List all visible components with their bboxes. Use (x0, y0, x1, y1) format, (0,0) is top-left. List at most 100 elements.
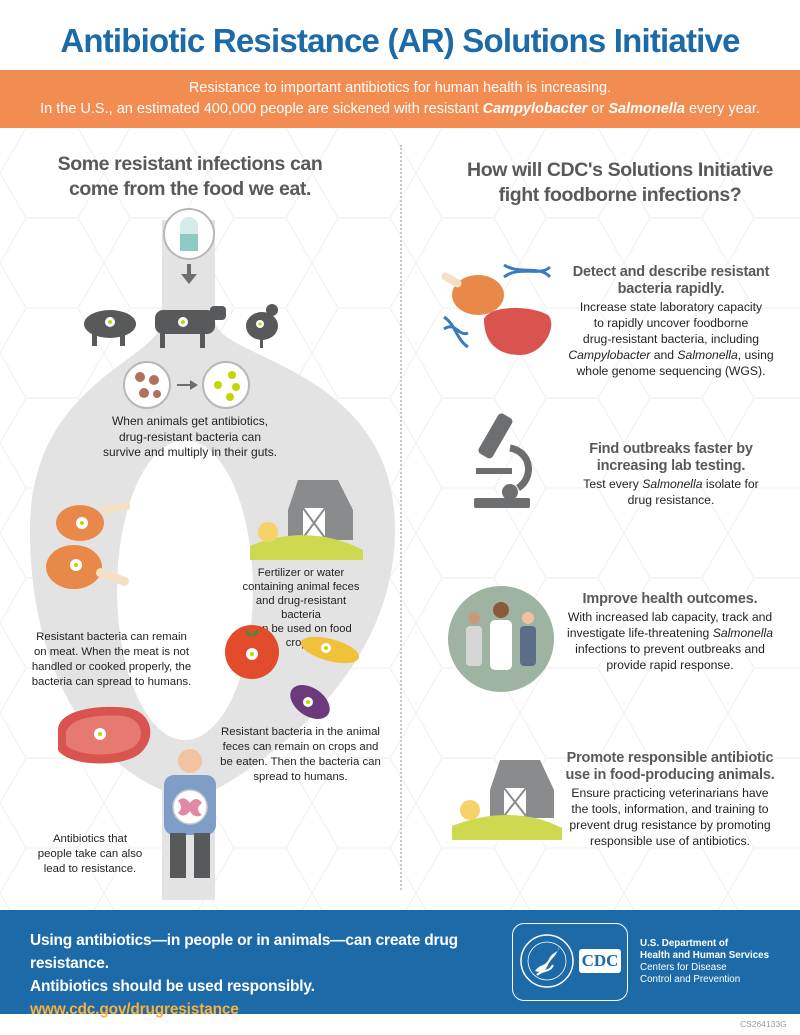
cdc-logo: CDC (579, 949, 621, 973)
document-code: CS264133G (740, 1019, 787, 1029)
crops-icon (225, 625, 360, 720)
promote-line-3: prevent drug resistance by promoting (569, 818, 771, 832)
hhs-attribution: U.S. Department of Health and Human Serv… (640, 938, 790, 986)
block-outbreaks: Find outbreaks faster by increasing lab … (566, 441, 776, 508)
guts-line-1: When animals get antibiotics, (111, 414, 269, 428)
right-heading-line-2: fight foodborne infections? (498, 184, 742, 206)
right-heading-line-1: How will CDC's Solutions Initiative (467, 159, 773, 181)
hhs-line-3: Centers for Disease (640, 962, 727, 973)
meat-line-1: Resistant bacteria can remain (36, 631, 187, 643)
barn-icon (250, 480, 363, 560)
crops-line-4: spread to humans. (253, 771, 348, 783)
footer-line-1: Using antibiotics—in people or in animal… (30, 932, 458, 972)
crops-caption: Resistant bacteria in the animal feces c… (218, 725, 383, 785)
right-heading: How will CDC's Solutions Initiative figh… (440, 158, 800, 208)
drumstick-icon (46, 502, 131, 589)
left-heading-line-1: Some resistant infections can (57, 153, 323, 175)
people-line-3: lead to resistance. (43, 863, 137, 875)
livestock-icons (84, 304, 278, 348)
banner-campylobacter: Campylobacter (482, 101, 588, 117)
detect-line-5: whole genome sequencing (WGS). (576, 364, 766, 378)
health-salmonella: Salmonella (712, 626, 773, 640)
block-detect: Detect and describe resistant bacteria r… (566, 264, 776, 379)
people-line-1: Antibiotics that (52, 833, 128, 845)
detect-suffix: , using (737, 348, 774, 362)
health-body: With increased lab capacity, track and i… (560, 609, 780, 673)
banner-line-2: In the U.S., an estimated 400,000 people… (0, 99, 800, 120)
farm-barn-icon (452, 760, 562, 840)
detect-line-2: to rapidly uncover foodborne (593, 316, 749, 330)
outbreaks-suffix: isolate for (702, 477, 759, 491)
crops-line-1: Resistant bacteria in the animal (221, 726, 380, 738)
meat-line-4: bacteria can spread to humans. (31, 676, 192, 688)
footer-message: Using antibiotics—in people or in animal… (30, 929, 500, 1021)
detect-and: and (650, 348, 678, 362)
detect-line-3: drug-resistant bacteria, including (582, 332, 760, 346)
people-caption: Antibiotics that people take can also le… (35, 832, 145, 877)
health-title: Improve health outcomes. (582, 591, 758, 607)
banner-salmonella: Salmonella (608, 101, 685, 117)
microscope-icon (474, 413, 532, 508)
footer: Using antibiotics—in people or in animal… (0, 910, 800, 1018)
pig-icon (84, 310, 136, 346)
dna-meat-icon (441, 263, 552, 355)
logo-box: CDC (512, 923, 628, 1001)
banner-or: or (587, 101, 609, 117)
health-line-2: investigate life-threatening Salmonella (560, 625, 780, 641)
fertilizer-line-3: and drug-resistant bacteria (255, 595, 347, 621)
guts-caption: When animals get antibiotics, drug-resis… (95, 414, 285, 461)
banner-suffix: every year. (684, 101, 760, 117)
bacteria-multiply-icon (123, 361, 250, 409)
crops-line-3: be eaten. Then the bacteria can (220, 756, 381, 768)
left-heading-line-2: come from the food we eat. (68, 178, 312, 200)
people-line-2: people take can also (37, 848, 143, 860)
guts-line-3: survive and multiply in their guts. (102, 445, 278, 459)
banner-text: In the U.S., an estimated 400,000 people… (40, 101, 483, 117)
intro-banner: Resistance to important antibiotics for … (0, 70, 800, 128)
block-health: Improve health outcomes. With increased … (560, 591, 780, 673)
hhs-line-2: Health and Human Services (640, 950, 770, 961)
outbreaks-title: Find outbreaks faster by increasing lab … (566, 441, 776, 475)
outbreaks-prefix: Test every (583, 477, 643, 491)
meat-line-3: handled or cooked properly, the (31, 661, 192, 673)
promote-title-line-1: Promote responsible antibiotic (566, 750, 774, 766)
hhs-seal-icon (520, 934, 574, 988)
detect-body: Increase state laboratory capacity to ra… (566, 299, 776, 379)
person-icon (164, 749, 216, 878)
outbreaks-line-2: drug resistance. (627, 493, 715, 507)
detect-salmonella: Salmonella (677, 348, 738, 362)
down-arrow-icon (181, 264, 197, 284)
health-line-4: provide rapid response. (606, 658, 734, 672)
cow-icon (155, 306, 226, 348)
outbreaks-title-line-2: increasing lab testing. (596, 458, 746, 474)
health-line-3: infections to prevent outbreaks and (575, 642, 765, 656)
people-group-icon (448, 586, 554, 692)
detect-title-line-2: bacteria rapidly. (617, 281, 725, 297)
hhs-line-1: U.S. Department of (640, 938, 729, 949)
outbreaks-title-line-1: Find outbreaks faster by (589, 441, 753, 457)
cdc-logo-text: CDC (581, 951, 619, 970)
detect-title: Detect and describe resistant bacteria r… (566, 264, 776, 298)
hhs-line-4: Control and Prevention (640, 974, 741, 985)
page-title: Antibiotic Resistance (AR) Solutions Ini… (60, 22, 740, 59)
promote-title-line-2: use in food-producing animals. (565, 767, 775, 783)
fertilizer-line-2: containing animal feces (242, 581, 360, 593)
block-promote: Promote responsible antibiotic use in fo… (560, 750, 780, 849)
column-divider (400, 145, 402, 890)
detect-title-line-1: Detect and describe resistant (572, 264, 770, 280)
outbreaks-salmonella: Salmonella (642, 477, 703, 491)
promote-line-4: responsible use of antibiotics. (590, 834, 750, 848)
outbreaks-line-1: Test every Salmonella isolate for (566, 476, 776, 492)
crops-line-2: feces can remain on crops and (222, 741, 379, 753)
health-prefix: investigate life-threatening (567, 626, 713, 640)
outbreaks-body: Test every Salmonella isolate for drug r… (566, 476, 776, 508)
meat-line-2: on meat. When the meat is not (33, 646, 190, 658)
left-heading: Some resistant infections can come from … (40, 152, 340, 202)
promote-title: Promote responsible antibiotic use in fo… (560, 750, 780, 784)
promote-line-2: the tools, information, and training to (571, 802, 769, 816)
fertilizer-line-1: Fertilizer or water (257, 567, 345, 579)
steak-icon (58, 706, 151, 764)
health-line-1: With increased lab capacity, track and (567, 610, 773, 624)
chicken-icon (246, 304, 278, 348)
footer-url-link[interactable]: www.cdc.gov/drugresistance (30, 1001, 239, 1018)
